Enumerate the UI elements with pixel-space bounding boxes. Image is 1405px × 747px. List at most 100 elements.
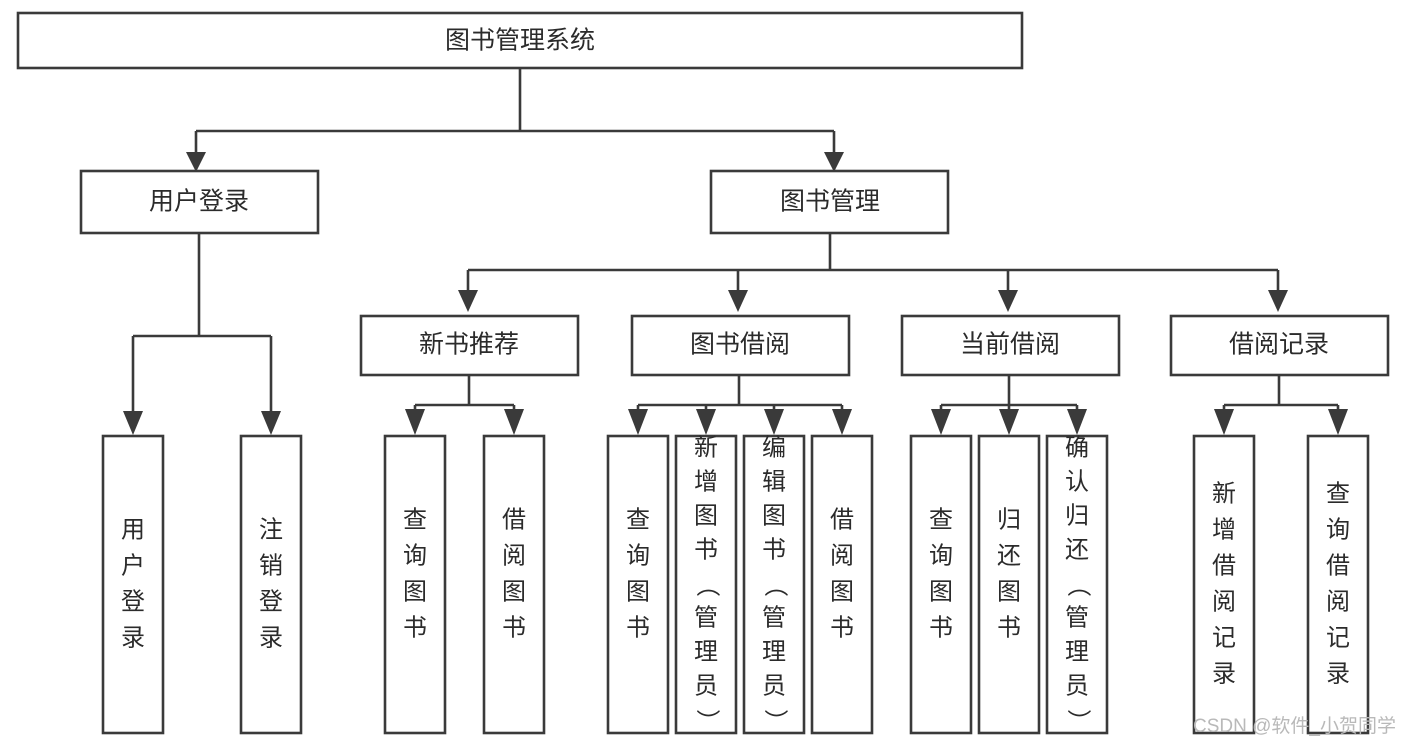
svg-text:书: 书	[929, 614, 953, 641]
node-book-borrow[interactable]: 图书借阅	[630, 314, 851, 377]
svg-text:理: 理	[1065, 638, 1089, 665]
svg-text:询: 询	[626, 542, 650, 569]
svg-text:增: 增	[694, 468, 718, 495]
svg-text:记: 记	[1212, 624, 1236, 651]
svg-text:注: 注	[259, 516, 283, 543]
svg-text:书: 书	[997, 614, 1021, 641]
node-borrow-record-label: 借阅记录	[1229, 331, 1329, 359]
svg-text:录: 录	[121, 624, 145, 651]
node-book-borrow-label: 图书借阅	[690, 331, 790, 359]
node-current-borrow[interactable]: 当前借阅	[900, 314, 1121, 377]
svg-text:增: 增	[1212, 516, 1236, 543]
svg-text:）: ）	[1065, 709, 1092, 733]
arrow-icon	[931, 409, 951, 435]
svg-text:归: 归	[1065, 502, 1089, 529]
svg-text:户: 户	[121, 552, 145, 579]
svg-text:查: 查	[626, 506, 650, 533]
svg-text:员: 员	[694, 672, 718, 699]
svg-text:书: 书	[403, 614, 427, 641]
arrow-icon	[405, 409, 425, 435]
node-root-label: 图书管理系统	[445, 27, 595, 55]
connector-root-to-level2	[186, 68, 844, 172]
svg-text:录: 录	[1326, 660, 1350, 687]
svg-text:录: 录	[259, 624, 283, 651]
svg-text:查: 查	[1326, 480, 1350, 507]
connector-borrowrecord-to-leaves	[1214, 375, 1348, 435]
svg-text:新: 新	[694, 434, 718, 461]
svg-text:借: 借	[1212, 552, 1236, 579]
svg-text:阅: 阅	[1326, 588, 1350, 615]
node-book-manage[interactable]: 图书管理	[709, 169, 950, 235]
svg-text:询: 询	[929, 542, 953, 569]
watermark-label: CSDN @软件_小贺同学	[1193, 715, 1396, 737]
svg-text:辑: 辑	[762, 468, 786, 495]
svg-text:阅: 阅	[830, 542, 854, 569]
svg-text:图: 图	[929, 578, 953, 605]
arrow-icon	[764, 409, 784, 435]
node-user-login[interactable]: 用户登录	[79, 169, 320, 235]
connector-currentborrow-to-leaves	[931, 375, 1087, 435]
leaf-node[interactable]: 用户登录	[101, 434, 165, 735]
node-new-book-rec[interactable]: 新书推荐	[359, 314, 580, 377]
svg-text:图: 图	[626, 578, 650, 605]
svg-text:查: 查	[929, 506, 953, 533]
svg-text:（: （	[762, 573, 789, 597]
svg-text:认: 认	[1065, 468, 1089, 495]
leaf-label-vertical: 用户登录	[121, 516, 145, 651]
arrow-icon	[696, 409, 716, 435]
svg-text:）: ）	[694, 709, 721, 733]
svg-text:图: 图	[997, 578, 1021, 605]
arrow-icon	[261, 411, 281, 435]
svg-text:书: 书	[830, 614, 854, 641]
arrow-icon	[728, 290, 748, 312]
svg-text:用: 用	[121, 516, 145, 543]
node-new-book-rec-label: 新书推荐	[419, 331, 519, 359]
arrow-icon	[1328, 409, 1348, 435]
svg-text:借: 借	[830, 506, 854, 533]
node-user-login-label: 用户登录	[149, 188, 249, 216]
svg-text:图: 图	[694, 502, 718, 529]
svg-text:还: 还	[997, 542, 1021, 569]
arrow-icon	[458, 290, 478, 312]
svg-text:书: 书	[694, 536, 718, 563]
svg-text:询: 询	[403, 542, 427, 569]
svg-text:图: 图	[403, 578, 427, 605]
svg-text:管: 管	[762, 604, 786, 631]
svg-text:编: 编	[762, 434, 786, 461]
svg-text:借: 借	[1326, 552, 1350, 579]
arrow-icon	[504, 409, 524, 435]
svg-text:阅: 阅	[1212, 588, 1236, 615]
svg-text:书: 书	[762, 536, 786, 563]
connector-newbookrec-to-leaves	[405, 375, 524, 435]
arrow-icon	[186, 152, 206, 172]
svg-text:销: 销	[259, 552, 283, 579]
node-root[interactable]: 图书管理系统	[16, 11, 1024, 70]
svg-text:图: 图	[762, 502, 786, 529]
arrow-icon	[1268, 290, 1288, 312]
connector-userlogin-to-leaves	[123, 233, 281, 435]
arrow-icon	[1214, 409, 1234, 435]
node-borrow-record[interactable]: 借阅记录	[1169, 314, 1390, 377]
svg-text:录: 录	[1212, 660, 1236, 687]
svg-text:还: 还	[1065, 536, 1089, 563]
